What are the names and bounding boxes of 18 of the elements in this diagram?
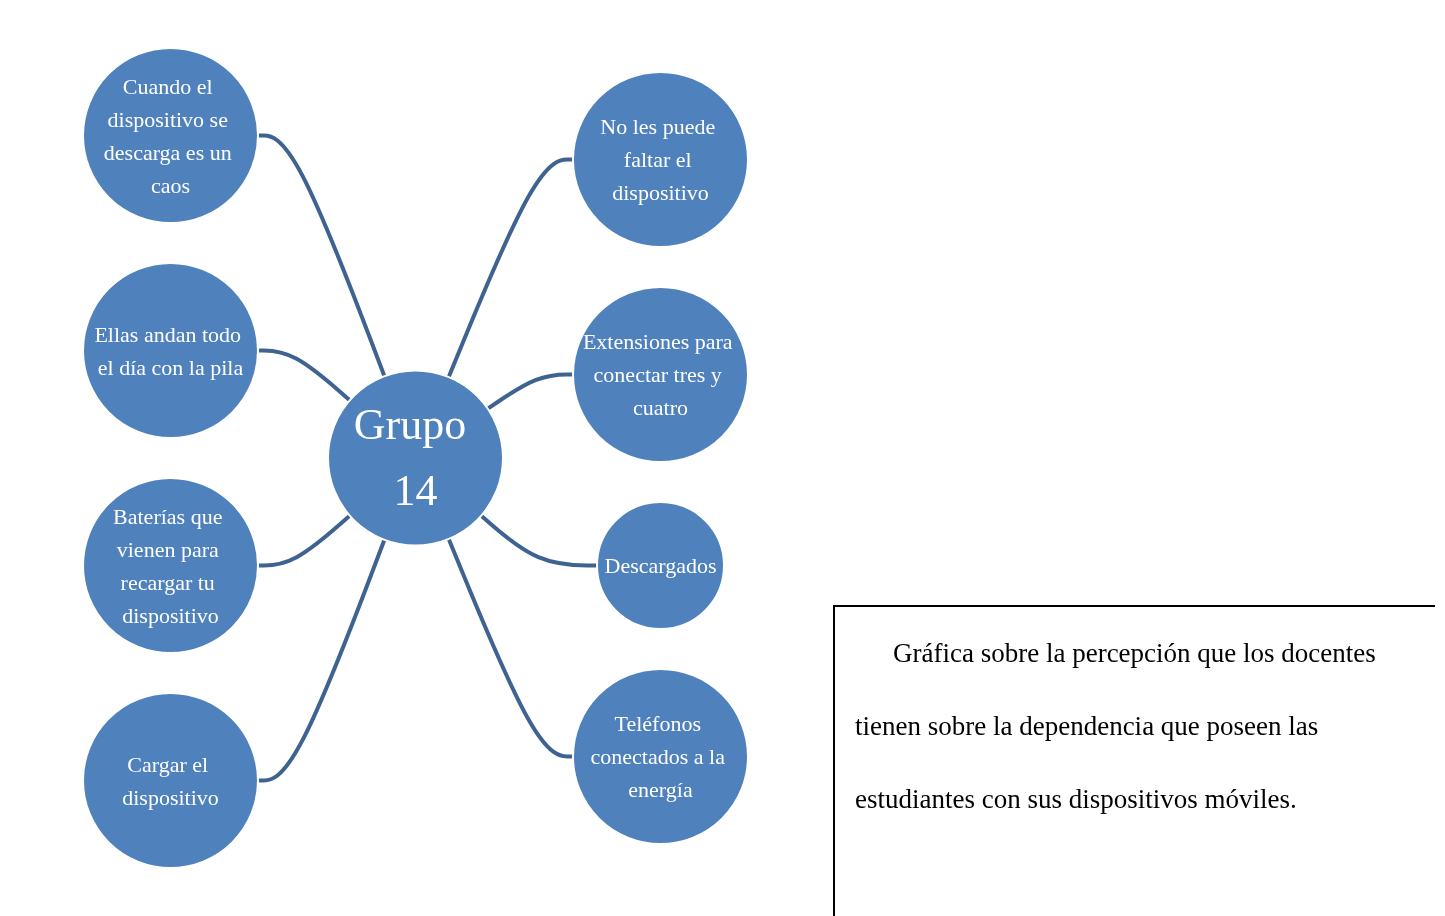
node-circle: Teléfonos conectados a la energía xyxy=(571,668,749,845)
connector xyxy=(486,372,573,411)
connector xyxy=(446,538,573,759)
connector xyxy=(446,157,573,378)
node-circle: Descargados xyxy=(595,501,725,630)
node-circle: No les puede faltar el dispositivo xyxy=(571,71,749,248)
connector xyxy=(257,514,351,568)
caption: Gráfica sobre la percepción que los docentes tienen sobre la dependencia que poseen las estudiantes con sus dispositivos móviles. xyxy=(855,637,1377,816)
connector xyxy=(257,539,386,783)
node-circle: Extensiones para conectar tres y cuatro xyxy=(571,286,749,463)
connector xyxy=(257,348,351,402)
connector xyxy=(257,133,386,377)
node-circle: Cargar el dispositivo xyxy=(81,692,259,869)
connector xyxy=(479,514,597,568)
node-circle: Ellas andan todo el día con la pila xyxy=(81,262,259,439)
node-circle: Grupo 14 xyxy=(326,369,504,547)
node-circle: Cuando el dispositivo se descarga es un caos xyxy=(81,47,259,224)
node-circle: Baterías que vienen para recargar tu dispositivo xyxy=(81,477,259,654)
